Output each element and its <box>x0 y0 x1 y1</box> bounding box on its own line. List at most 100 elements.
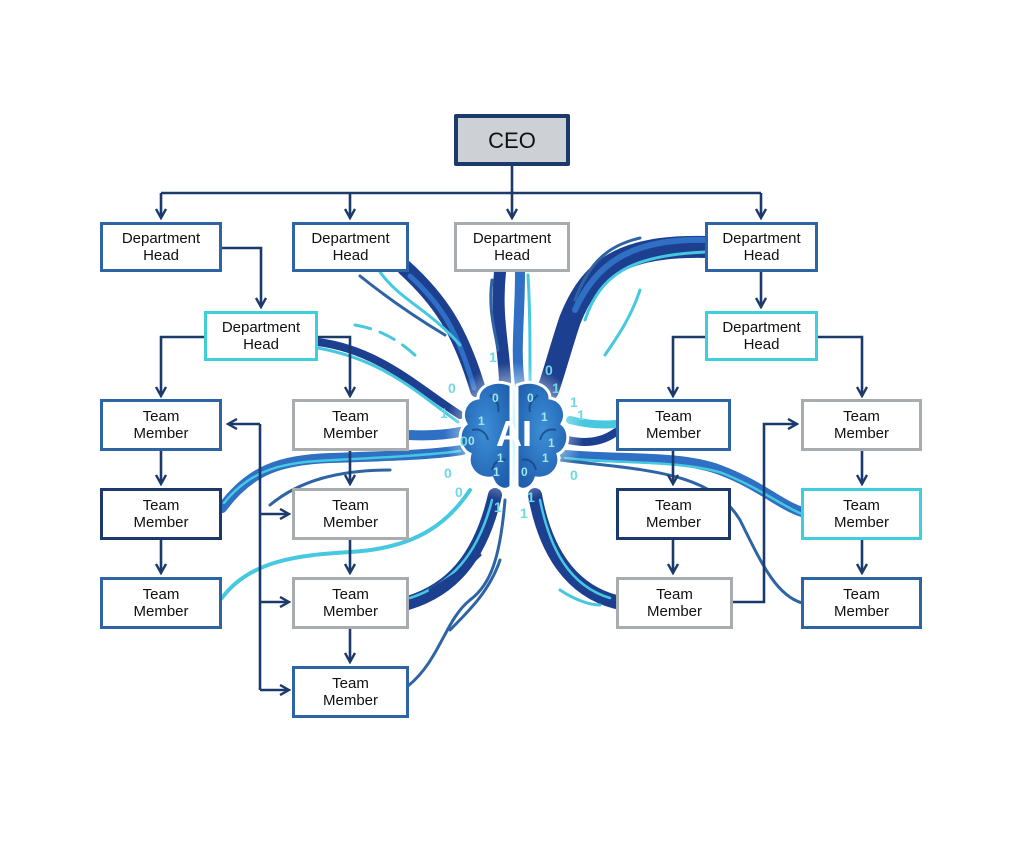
node-label-line1: Team <box>843 586 880 603</box>
node-label-line2: Member <box>133 603 189 620</box>
node-label-line1: Department <box>722 230 801 247</box>
node-label-line1: Team <box>332 408 369 425</box>
stream-to-dh4-thin2 <box>603 288 642 357</box>
stream-to-dh3-thin <box>489 278 500 352</box>
stream-to-dh4-cyan <box>583 250 708 322</box>
stream-to-tm2-thin <box>268 468 392 507</box>
svg-text:1: 1 <box>541 410 548 424</box>
stream-to-tm10 <box>528 488 623 609</box>
node-label-line1: Team <box>142 497 180 514</box>
node-label-line1: Department <box>121 230 201 247</box>
node-label-line2: Head <box>743 336 780 353</box>
stream-to-tm7 <box>406 498 507 688</box>
node-label-line2: Member <box>833 425 889 442</box>
svg-text:0: 0 <box>455 484 463 500</box>
svg-text:1: 1 <box>440 405 448 421</box>
stream-to-sdh-left <box>314 338 464 419</box>
node-label-line2: Head <box>494 247 530 264</box>
node-label-line1: Team <box>332 586 369 603</box>
node-label-line2: Member <box>322 692 378 709</box>
stream-to-dh2-cyan <box>378 270 462 347</box>
stream-to-dh2-highlight <box>407 273 477 391</box>
node-label-line2: Head <box>143 247 179 264</box>
node-label-line2: Member <box>645 425 701 442</box>
svg-text:1: 1 <box>527 489 535 505</box>
stream-to-tm2-cyan <box>222 449 462 505</box>
node-label-line2: Member <box>322 603 378 620</box>
team-member-node[interactable]: Team Member <box>100 488 222 540</box>
node-label-line1: Team <box>843 497 880 514</box>
node-label-line1: Team <box>332 675 369 692</box>
stream-to-dh2-thin <box>358 274 447 337</box>
team-member-node[interactable]: Team Member <box>292 577 409 629</box>
team-member-node[interactable]: Team Member <box>801 488 922 540</box>
team-member-node[interactable]: Team Member <box>292 666 409 718</box>
svg-text:1: 1 <box>494 499 502 515</box>
svg-text:1: 1 <box>478 414 485 428</box>
team-member-node[interactable]: Team Member <box>100 399 222 451</box>
svg-text:0: 0 <box>570 467 578 483</box>
ceo-node[interactable]: CEO <box>454 114 570 166</box>
stream-to-tm10-thin <box>558 588 602 607</box>
node-label-line1: Department <box>472 230 552 247</box>
stream-to-tm6-thin <box>428 553 482 592</box>
stream-to-tm6-cyan <box>408 498 494 600</box>
stream-to-dh4-mid <box>572 236 709 313</box>
department-head-node[interactable]: Department Head <box>292 222 409 272</box>
node-label-line2: Member <box>833 514 889 531</box>
stream-to-tm7-b <box>448 558 502 632</box>
svg-text:0: 0 <box>521 465 528 479</box>
svg-text:0: 0 <box>545 362 553 378</box>
node-label-line2: Member <box>133 514 189 531</box>
connector-sdh-left-right <box>318 335 350 396</box>
node-label-line1: Team <box>655 497 692 514</box>
node-label-line1: Team <box>332 497 369 514</box>
svg-text:1: 1 <box>493 465 500 479</box>
node-label-line2: Member <box>646 603 702 620</box>
node-label-line2: Head <box>743 247 780 264</box>
stream-to-tm10-cyan <box>538 498 612 600</box>
team-member-node[interactable]: Team Member <box>292 399 409 451</box>
node-label-line2: Member <box>322 514 378 531</box>
ai-hub-label: AI <box>496 413 532 454</box>
team-member-node[interactable]: Team Member <box>100 577 222 629</box>
department-head-node[interactable]: Department Head <box>100 222 222 272</box>
department-head-node[interactable]: Department Head <box>705 222 818 272</box>
stream-to-sdh-left-cyan <box>316 346 460 424</box>
stream-to-tm13 <box>558 458 804 605</box>
stream-to-sdh-left-dash <box>353 323 422 362</box>
node-label-line1: Department <box>311 230 390 247</box>
svg-text:0: 0 <box>468 434 475 448</box>
svg-text:1: 1 <box>548 436 555 450</box>
connectors <box>161 166 862 690</box>
team-member-node[interactable]: Team Member <box>801 577 922 629</box>
connector-tm10-to-tm11 <box>733 424 797 604</box>
department-head-node[interactable]: Department Head <box>454 222 570 272</box>
ai-data-streams <box>217 235 807 688</box>
stream-to-tm12-cyan <box>563 456 804 516</box>
team-member-node[interactable]: Team Member <box>616 577 733 629</box>
svg-text:1: 1 <box>542 451 549 465</box>
team-member-node[interactable]: Team Member <box>616 399 731 451</box>
team-member-node[interactable]: Team Member <box>292 488 409 540</box>
node-label-line2: Head <box>243 336 279 353</box>
svg-text:1: 1 <box>497 451 504 465</box>
ceo-label: CEO <box>488 127 536 153</box>
svg-text:1: 1 <box>520 505 528 521</box>
node-label-line2: Member <box>133 425 189 442</box>
team-member-node[interactable]: Team Member <box>801 399 922 451</box>
node-label-line1: Team <box>142 408 180 425</box>
node-label-line1: Team <box>656 586 693 603</box>
svg-text:0: 0 <box>460 433 468 449</box>
connector-sdh-right-right <box>818 335 862 396</box>
svg-text:1: 1 <box>577 407 585 423</box>
node-label-line1: Department <box>221 319 301 336</box>
sub-department-head-node[interactable]: Department Head <box>204 311 318 361</box>
sub-department-head-node[interactable]: Department Head <box>705 311 818 361</box>
node-label-line2: Member <box>645 514 701 531</box>
connector-dh1-to-sdh <box>222 246 261 307</box>
connector-sdh-right-left <box>673 335 706 396</box>
team-member-node[interactable]: Team Member <box>616 488 731 540</box>
